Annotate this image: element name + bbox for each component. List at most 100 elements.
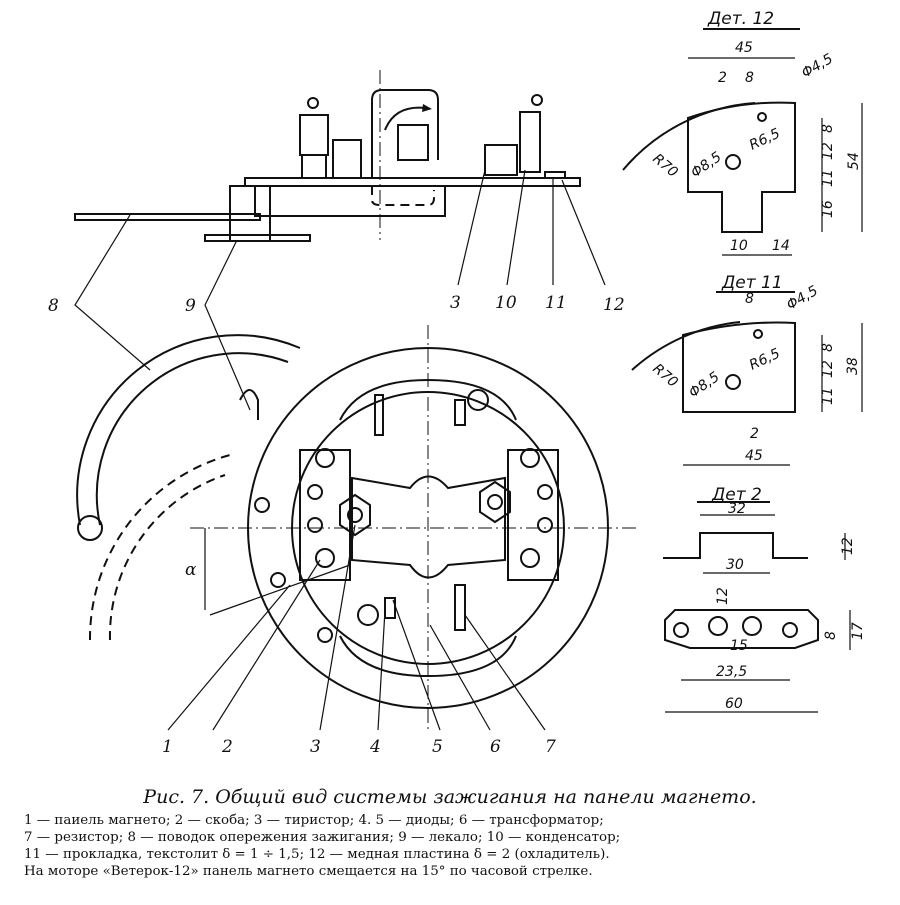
- diode-top: [454, 399, 466, 426]
- det2-dim-30-text: 30: [726, 557, 744, 573]
- det12-dim-14: 14: [772, 238, 790, 254]
- terminal-top: [467, 389, 489, 411]
- callout-9: 9: [185, 296, 196, 316]
- det11-dim-v12: 12: [820, 360, 836, 378]
- callout-4: 4: [369, 737, 381, 757]
- det2-dim-235-text: 23,5: [716, 664, 747, 680]
- callout-1: 1: [162, 737, 173, 757]
- det2-dim-8: 8: [823, 631, 839, 640]
- det2-side-profile: [663, 532, 808, 559]
- det2-hole-4: [782, 622, 798, 638]
- det11-dim-v11: 11: [820, 387, 836, 405]
- det12-dim-v16: 16: [820, 200, 836, 218]
- hole-l2: [307, 517, 323, 533]
- advance-lever-outer: [76, 334, 301, 526]
- det2-dim-15: 15: [730, 638, 748, 654]
- panel-hole-2: [270, 572, 286, 588]
- panel-body: [254, 185, 446, 217]
- screw-br: [520, 548, 540, 568]
- front-view: α: [76, 325, 640, 730]
- figure-legend: 1 — паиель магнето; 2 — скоба; 3 — тирис…: [0, 812, 900, 880]
- angle-ray: [209, 564, 351, 616]
- leader-2: [212, 559, 321, 731]
- lever-pivot-hole: [77, 515, 103, 541]
- figure-caption: Рис. 7. Общий вид системы зажигания на п…: [0, 786, 900, 880]
- leader-5: [392, 599, 441, 731]
- detail-2: Дет 2 32 30 12 12 15 23,5 60 8 17: [663, 485, 866, 713]
- hole-r1: [537, 484, 553, 500]
- det12-dim-8: 8: [745, 70, 754, 86]
- figure-title: Рис. 7. Общий вид системы зажигания на п…: [143, 786, 757, 808]
- upper-board: [339, 378, 517, 421]
- leader-10: [506, 169, 526, 286]
- legend-line: 11 — прокладка, текстолит δ = 1 ÷ 1,5; 1…: [24, 847, 610, 862]
- callout-12: 12: [603, 295, 625, 315]
- det12-dim-v11: 11: [820, 169, 836, 187]
- component-left: [299, 114, 329, 156]
- det11-hole-big: [725, 374, 741, 390]
- det11-dim-phi85: Φ8,5: [686, 369, 723, 401]
- diode-side: [332, 139, 362, 179]
- hidden-core-outline: [371, 186, 435, 206]
- det12-dim-54-text: 54: [846, 152, 862, 170]
- leader-3-side: [457, 169, 486, 286]
- angle-alpha: α: [185, 560, 197, 580]
- det12-title: Дет. 12: [707, 9, 774, 29]
- hole-r2: [537, 517, 553, 533]
- callout-3-side: 3: [450, 293, 461, 313]
- callout-8: 8: [48, 296, 59, 316]
- panel-hole-3: [317, 627, 333, 643]
- leader-8: [74, 214, 151, 371]
- det12-dim-phi85: Φ8,5: [688, 149, 725, 181]
- det12-dim-r70: R70: [649, 151, 680, 181]
- thyristor-nut-left: [339, 493, 371, 537]
- det2-title: Дет 2: [711, 485, 762, 505]
- thyristor-stud-right: [487, 494, 503, 510]
- panel-hole-1: [254, 497, 270, 513]
- legend-line: 1 — паиель магнето; 2 — скоба; 3 — тирис…: [24, 813, 604, 828]
- det2-hole-1: [673, 622, 689, 638]
- det11-dim-phi45: Φ4,5: [784, 283, 821, 314]
- det12-hole-small: [757, 112, 767, 122]
- terminal-right: [531, 94, 543, 106]
- det11-title: Дет 11: [721, 273, 783, 293]
- resistor-top: [374, 394, 384, 436]
- det12-dim-10: 10: [730, 238, 748, 254]
- det2-hole-3: [742, 616, 762, 636]
- front-view-leaders: 1 2 3 4 5 6 7: [162, 524, 556, 757]
- rotation-arrowhead: [422, 104, 432, 112]
- leader-3: [319, 524, 356, 731]
- transformer-core-side: [371, 89, 439, 178]
- det11-dim-2: 2: [750, 426, 759, 442]
- det2-dim-17-text: 17: [850, 622, 866, 640]
- det2-dim-32-text: 32: [728, 501, 746, 517]
- detail-11: Дет 11 8 Φ4,5 R6,5 Φ8,5 R70 8 12 11 38 2…: [631, 273, 863, 466]
- det11-dim-38-text: 38: [845, 357, 861, 375]
- det12-dim-45-text: 45: [735, 40, 753, 56]
- detail-12: Дет. 12 45 2 8 Φ4,5 R6,5 Φ8,5 R70 8 12 1…: [622, 9, 863, 256]
- terminal-left: [307, 97, 319, 109]
- det12-dim-v8: 8: [820, 124, 836, 133]
- thyristor-heatsink: [351, 475, 506, 579]
- thyristor-nut-right: [479, 480, 511, 524]
- advance-lever-inner: [95, 352, 289, 526]
- copper-plate-side: [544, 171, 566, 179]
- det11-hole-small: [753, 329, 763, 339]
- leader-9: [204, 239, 251, 411]
- diode-5: [384, 597, 396, 619]
- det11-dim-v8: 8: [820, 343, 836, 352]
- det2-dim-60-text: 60: [725, 696, 743, 712]
- leader-1: [167, 584, 291, 731]
- det12-hole-big: [725, 154, 741, 170]
- det11-dim-45-text: 45: [745, 448, 763, 464]
- callout-7: 7: [545, 737, 556, 757]
- bracket-left: [299, 449, 351, 581]
- terminal-bottom: [357, 604, 379, 626]
- det2-hole-2: [708, 616, 728, 636]
- callout-6: 6: [490, 737, 501, 757]
- legend-line: 7 — резистор; 8 — поводок опережения заж…: [24, 830, 621, 845]
- det2-dim-12v-text: 12: [840, 537, 856, 555]
- advance-lever-arm: [74, 213, 261, 221]
- det11-dim-8-top: 8: [745, 291, 754, 307]
